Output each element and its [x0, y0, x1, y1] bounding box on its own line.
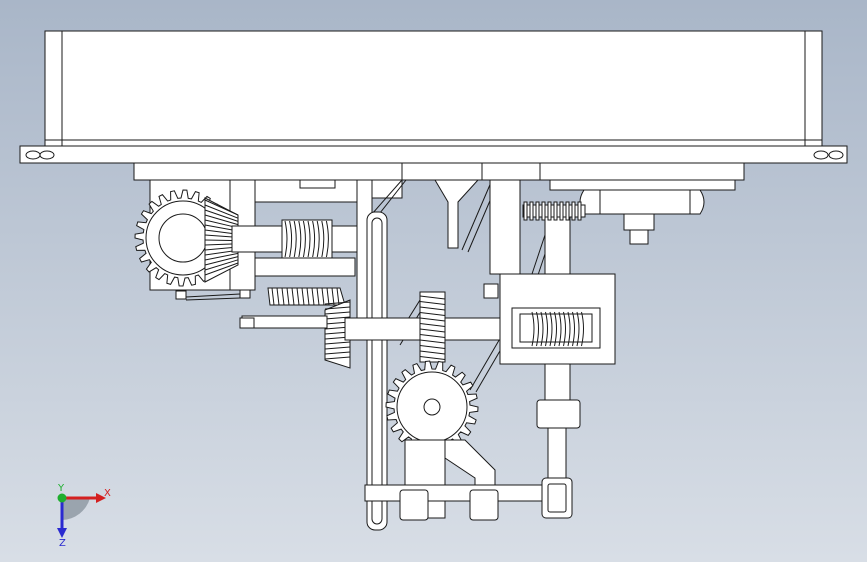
gear-hub [158, 213, 208, 263]
vertical-shaft-upper [544, 214, 571, 275]
right-column[interactable] [489, 179, 581, 484]
spur-gear-main[interactable] [385, 360, 479, 454]
gear-bore [423, 398, 441, 416]
worm-gear-upper [281, 219, 333, 259]
worm-gearbox[interactable] [483, 273, 616, 365]
z-axis-label: Z [59, 538, 66, 549]
bevel-gear-left[interactable] [204, 197, 239, 283]
lever-bar [241, 315, 328, 329]
vertical-shaft-lower [547, 427, 567, 484]
base-plate [133, 162, 745, 181]
lower-rail [254, 257, 356, 277]
flange-hole-left-1 [25, 150, 41, 160]
linkage-arm[interactable] [175, 289, 328, 329]
mounting-flange [19, 145, 848, 164]
flange-hole-right-2 [828, 150, 844, 160]
x-axis-label: X [104, 488, 111, 499]
top-housing[interactable] [19, 30, 848, 181]
shaft-collar [536, 399, 581, 429]
flange-hole-left-2 [39, 150, 55, 160]
axis-triad[interactable]: X Y Z [57, 483, 111, 549]
main-shaft[interactable] [344, 291, 506, 363]
bevel-gear-mid[interactable] [267, 287, 351, 369]
flange-hole-right-1 [813, 150, 829, 160]
y-axis-marker [57, 493, 67, 503]
column-bracket [489, 179, 521, 275]
lower-linkage[interactable] [364, 439, 573, 521]
top-right-motor[interactable] [522, 179, 736, 245]
upper-shaft[interactable] [231, 219, 378, 259]
hanger-bracket [434, 179, 480, 249]
y-axis-label: Y [57, 483, 65, 494]
lower-shaft [364, 484, 546, 502]
belt-pulley[interactable] [366, 211, 388, 531]
housing-box [44, 30, 823, 147]
motor-nut [623, 213, 655, 231]
spur-gear-top [522, 201, 586, 221]
